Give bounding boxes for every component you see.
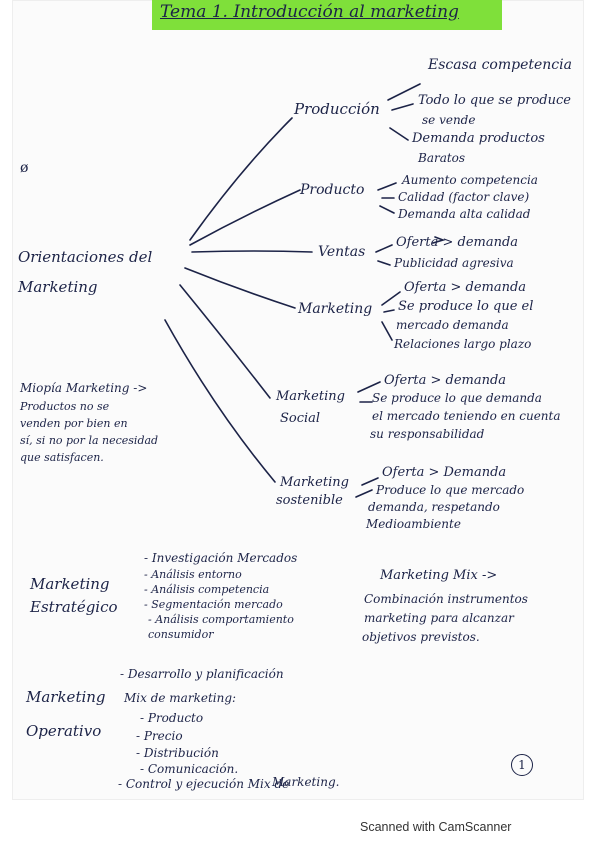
sostenible-item: Produce lo que mercado bbox=[376, 483, 525, 497]
estrategico-item: - Investigación Mercados bbox=[144, 551, 298, 565]
produccion-item: Todo lo que se produce bbox=[418, 93, 571, 108]
miopia-line: que satisfacen. bbox=[20, 451, 104, 464]
page-title: Tema 1. Introducción al marketing bbox=[160, 2, 459, 22]
produccion-item: Escasa competencia bbox=[428, 57, 572, 73]
sostenible-item: demanda, respetando bbox=[368, 500, 500, 514]
branch-marketing-social: Marketing bbox=[276, 389, 345, 404]
operativo-item: - Precio bbox=[136, 729, 183, 743]
operativo-label: Operativo bbox=[26, 722, 102, 740]
operativo-item: Marketing. bbox=[272, 775, 340, 789]
operativo-item: - Comunicación. bbox=[140, 762, 239, 776]
sostenible-item: Oferta > Demanda bbox=[382, 465, 507, 480]
line-producto bbox=[189, 189, 301, 246]
branch-producto: Producto bbox=[300, 182, 365, 198]
marketing-item: Relaciones largo plazo bbox=[394, 337, 532, 351]
ventas-item: Publicidad agresiva bbox=[394, 256, 514, 270]
estrategico-item: - Segmentación mercado bbox=[144, 598, 283, 611]
social-item: el mercado teniendo en cuenta bbox=[372, 409, 561, 423]
line-produccion bbox=[189, 117, 293, 241]
marketing-item: Se produce lo que el bbox=[398, 299, 534, 314]
marketing-item: mercado demanda bbox=[396, 318, 509, 332]
social-item: Se produce lo que demanda bbox=[372, 391, 542, 405]
root-line-1: Orientaciones del bbox=[18, 248, 153, 266]
scanner-watermark: Scanned with CamScanner bbox=[360, 820, 512, 834]
operativo-item: Mix de marketing: bbox=[124, 691, 237, 705]
mix-text: objetivos previstos. bbox=[362, 630, 480, 644]
estrategico-item: consumidor bbox=[148, 628, 214, 641]
produccion-item: Demanda productos bbox=[412, 131, 545, 146]
produccion-item: se vende bbox=[422, 113, 476, 127]
branch-marketing: Marketing bbox=[298, 301, 373, 317]
estrategico-label: Estratégico bbox=[30, 598, 118, 616]
notebook-page bbox=[12, 0, 584, 800]
miopia-line: venden por bien en bbox=[20, 417, 128, 430]
branch-ventas: Ventas bbox=[318, 244, 366, 260]
producto-item: Aumento competencia bbox=[402, 173, 538, 187]
line-marketing bbox=[184, 267, 296, 309]
root-line-2: Marketing bbox=[18, 278, 98, 296]
line-ventas bbox=[191, 250, 313, 253]
line-sostenible bbox=[164, 319, 276, 483]
page-number: 1 bbox=[511, 754, 533, 776]
social-item: Oferta > demanda bbox=[384, 373, 507, 388]
operativo-label: Marketing bbox=[26, 688, 106, 706]
miopia-line: Productos no se bbox=[20, 400, 110, 413]
sostenible-item: Medioambiente bbox=[366, 517, 461, 531]
branch-marketing-sostenible: Marketing bbox=[280, 475, 349, 490]
produccion-item: Baratos bbox=[418, 151, 466, 165]
margin-mark: ø bbox=[20, 160, 29, 176]
estrategico-item: - Análisis competencia bbox=[144, 583, 270, 596]
estrategico-item: - Análisis comportamiento bbox=[148, 613, 294, 626]
operativo-item: - Distribución bbox=[136, 746, 219, 760]
operativo-item: - Producto bbox=[140, 711, 204, 725]
operativo-item: - Control y ejecución Mix de bbox=[118, 777, 290, 791]
miopia-line: Miopía Marketing -> bbox=[20, 381, 148, 395]
mix-text: Combinación instrumentos bbox=[364, 592, 528, 606]
producto-item: Calidad (factor clave) bbox=[398, 190, 530, 204]
mix-label: Marketing Mix -> bbox=[380, 568, 498, 583]
ventas-item: Oferta > demanda bbox=[396, 235, 519, 250]
estrategico-label: Marketing bbox=[30, 575, 110, 593]
title-highlight bbox=[152, 0, 502, 30]
operativo-item: - Desarrollo y planificación bbox=[120, 667, 284, 681]
branch-produccion: Producción bbox=[294, 100, 380, 118]
branch-marketing-sostenible: sostenible bbox=[276, 493, 343, 508]
branch-marketing-social: Social bbox=[280, 411, 321, 426]
marketing-item: Oferta > demanda bbox=[404, 280, 527, 295]
miopia-line: sí, si no por la necesidad bbox=[20, 434, 159, 447]
estrategico-item: - Análisis entorno bbox=[144, 568, 242, 581]
social-item: su responsabilidad bbox=[370, 427, 485, 441]
line-social bbox=[179, 284, 271, 399]
producto-item: Demanda alta calidad bbox=[398, 207, 531, 221]
mix-text: marketing para alcanzar bbox=[364, 611, 514, 625]
